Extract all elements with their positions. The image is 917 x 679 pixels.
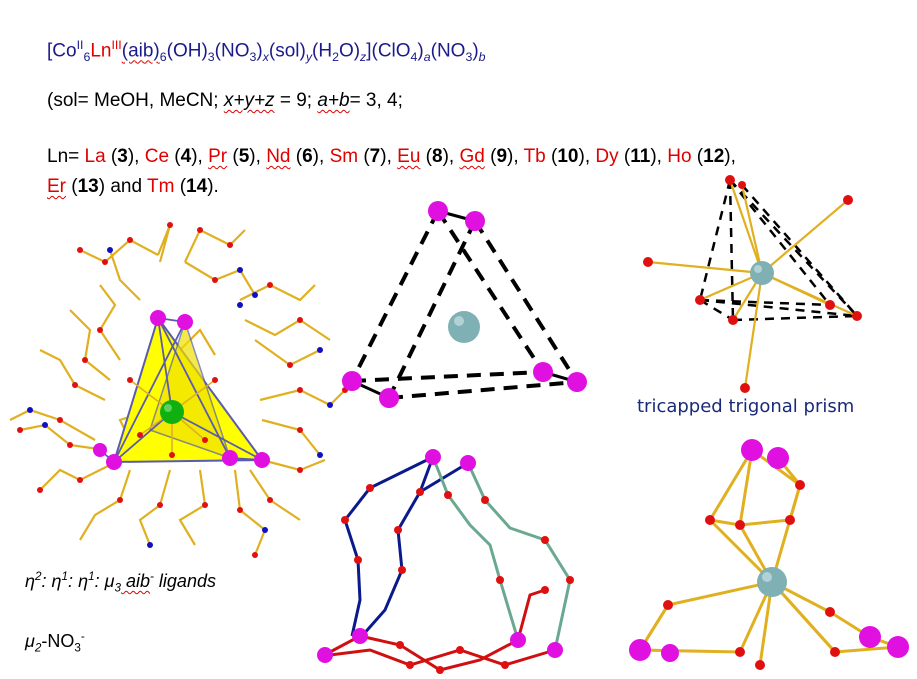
formula-ln: Ln (90, 40, 112, 62)
lanthanide-list-line-1: Ln= La (3), Ce (4), Pr (5), Nd (6), Sm (… (47, 146, 736, 167)
lanthanide-list-line-2: Er (13) and Tm (14). (47, 176, 219, 197)
formula-title: [CoII6LnIII(aib)6(OH)3(NO3)x(sol)y(H2O)z… (47, 38, 486, 65)
tricapped-prism (643, 175, 862, 393)
cluster-structure (9, 222, 348, 558)
geometry-caption: tricapped trigonal prism (637, 396, 855, 417)
ligand-mode-caption: η2: η1: η1: μ3 aib- ligands (25, 570, 216, 595)
nitrate-caption: μ2-NO3- (25, 630, 85, 655)
aib-ligand-chains (317, 449, 574, 674)
solvent-line: (sol= MeOH, MeCN; x+y+z = 9; a+b= 3, 4; (47, 90, 403, 111)
co6-ln-core (342, 201, 587, 408)
nitrate-bridge (629, 439, 909, 670)
